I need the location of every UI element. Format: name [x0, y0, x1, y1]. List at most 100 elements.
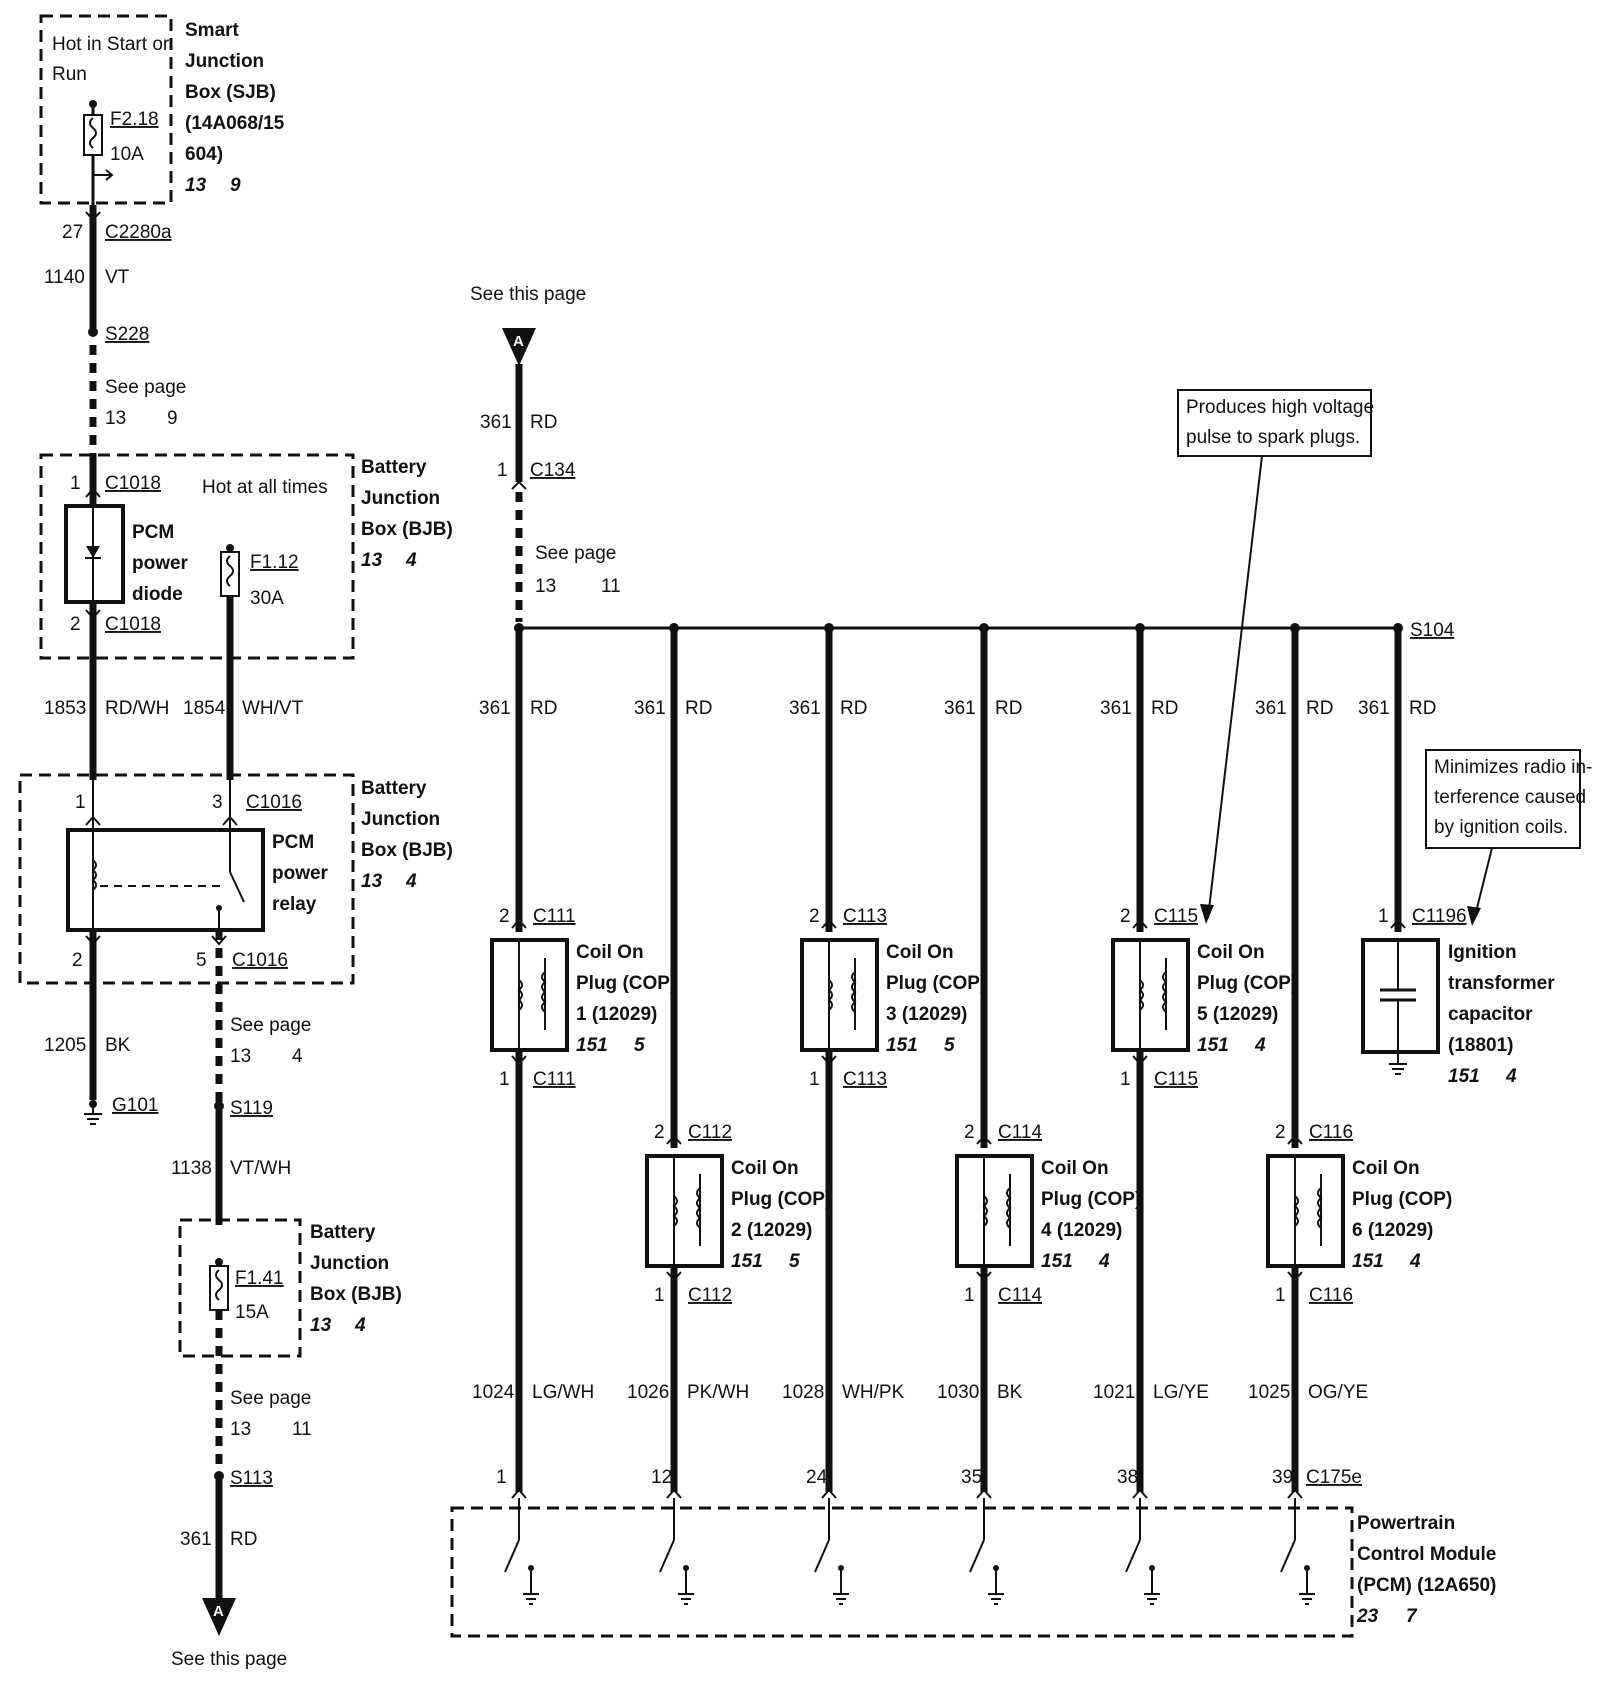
coil-6-top-connector: C116: [1309, 1122, 1353, 1143]
see-page-2-label: See page: [230, 1015, 311, 1036]
fuse-f1-12: [220, 544, 240, 780]
capacitor-name-2: transformer: [1448, 973, 1555, 994]
connector-a-bottom-letter: A: [213, 1603, 224, 1620]
wire-coil-3-circuit: 1028: [782, 1382, 824, 1403]
branch-3-color: RD: [840, 698, 867, 719]
coil-2-box: [645, 1154, 724, 1268]
pcm-driver-5-ground-icon: [1144, 1593, 1160, 1605]
c1018-bot-label: C1018: [105, 614, 161, 635]
c1018-top-label: C1018: [105, 473, 161, 494]
coil-5-ref-grid: 4: [1254, 1035, 1266, 1056]
pcm-driver-3-ground-icon: [833, 1593, 849, 1605]
coil-1-secondary-winding-icon: [541, 971, 547, 1013]
coil-2-name-2: Plug (COP): [731, 1189, 831, 1210]
wire-coil-3-color: WH/PK: [842, 1382, 905, 1403]
coil-6-box: [1266, 1154, 1345, 1268]
branch-1-color: RD: [530, 698, 557, 719]
pcm-name-3: (PCM) (12A650): [1357, 1575, 1496, 1596]
coil-4-name-1: Coil On: [1041, 1158, 1109, 1179]
coil-3-ref-grid: 5: [944, 1035, 955, 1056]
coil-4-ref-grid: 4: [1098, 1251, 1110, 1272]
c1018-top-pin: 1: [70, 473, 81, 494]
coil-5-name-2: Plug (COP): [1197, 973, 1297, 994]
capacitor-ground-icon: [1389, 1063, 1407, 1075]
coil-4-ref-page: 151: [1041, 1251, 1073, 1272]
coil-1-ref-grid: 5: [634, 1035, 645, 1056]
bjb-2-name-2: Junction: [361, 809, 440, 830]
see-page-1-label: See page: [105, 377, 186, 398]
coil-6-top-pin: 2: [1275, 1122, 1286, 1143]
coil-3-name-1: Coil On: [886, 942, 954, 963]
coil-6-name-2: Plug (COP): [1352, 1189, 1452, 1210]
coil-2-name-1: Coil On: [731, 1158, 799, 1179]
pcm-power-relay-name-3: relay: [272, 894, 317, 915]
pcm-driver-4-ground-icon: [988, 1593, 1004, 1605]
c2280a-label: C2280a: [105, 222, 172, 243]
pcm-power-diode-name-1: PCM: [132, 522, 174, 543]
capacitor-name-4: (18801): [1448, 1035, 1514, 1056]
coil-3-top-pin: 2: [809, 906, 820, 927]
coil-2-name-3: 2 (12029): [731, 1220, 812, 1241]
connector-a-top-letter: A: [513, 333, 524, 350]
note-radio-line-2: terference caused: [1434, 787, 1586, 808]
pcm-driver-2-ground-icon: [678, 1593, 694, 1605]
capacitor-pin: 1: [1378, 906, 1389, 927]
c1016-pin-5: 5: [196, 950, 207, 971]
coil-3-name-2: Plug (COP): [886, 973, 986, 994]
see-this-page-bottom: See this page: [171, 1649, 287, 1670]
coil-4-primary-winding-icon: [982, 1195, 988, 1227]
see-page-2-page: 13: [230, 1046, 251, 1067]
wire-coil-2-color: PK/WH: [687, 1382, 749, 1403]
note-radio-interference: [1425, 749, 1581, 849]
ground-g101-icon: [84, 1100, 102, 1125]
coil-2-top-pin: 2: [654, 1122, 665, 1143]
see-page-right-label: See page: [535, 543, 616, 564]
c1016-bot-label: C1016: [232, 950, 288, 971]
c134-pin: 1: [497, 460, 508, 481]
pcm-driver-4-switch-icon: [969, 1539, 985, 1573]
sjb-box: [39, 14, 173, 205]
branch-6-circuit: 361: [1255, 698, 1287, 719]
capacitor-ref-page: 151: [1448, 1066, 1480, 1087]
bjb-3-ref-page: 13: [310, 1315, 332, 1336]
pcm-pin-4: 35: [961, 1467, 982, 1488]
splice-s104-label: S104: [1410, 620, 1455, 641]
sjb-name-5: 604): [185, 144, 223, 165]
connector-a-bottom-icon: [202, 1598, 236, 1636]
pcm-driver-6-ground-icon: [1299, 1593, 1315, 1605]
coil-3-bot-pin: 1: [809, 1069, 820, 1090]
branch-7-circuit: 361: [1358, 698, 1390, 719]
note-high-voltage-line-2: pulse to spark plugs.: [1186, 427, 1360, 448]
fuse-f1-12-rating: 30A: [250, 588, 284, 609]
sjb-name-2: Junction: [185, 51, 264, 72]
relay-coil-icon: [91, 830, 97, 930]
coil-4-name-2: Plug (COP): [1041, 1189, 1141, 1210]
coil-5-primary-winding-icon: [1138, 979, 1144, 1011]
bjb-3-name-2: Junction: [310, 1253, 389, 1274]
pcm-power-relay-name-1: PCM: [272, 832, 314, 853]
splice-s113-dot: [214, 1471, 224, 1481]
c1016-pin-3: 3: [212, 792, 223, 813]
wire-1205-color: BK: [105, 1035, 131, 1056]
coil-5-ref-page: 151: [1197, 1035, 1229, 1056]
pcm-connector-label: C175e: [1306, 1467, 1362, 1488]
bjb-3-name-3: Box (BJB): [310, 1284, 402, 1305]
coil-4-top-connector: C114: [998, 1122, 1042, 1143]
pcm-driver-2-switch-icon: [659, 1539, 675, 1573]
coil-1-ref-page: 151: [576, 1035, 608, 1056]
wire-coil-6-color: OG/YE: [1308, 1382, 1368, 1403]
bjb-3-box: [178, 1218, 302, 1358]
see-this-page-top: See this page: [470, 284, 586, 305]
splice-s119-label: S119: [230, 1098, 273, 1119]
coil-2-secondary-winding-icon: [696, 1187, 702, 1229]
coil-3-bot-connector: C113: [843, 1069, 887, 1090]
bjb-1-hot-label: Hot at all times: [202, 477, 328, 498]
pcm-pin-1: 1: [496, 1467, 507, 1488]
pcm-pin-5: 38: [1117, 1467, 1138, 1488]
pcm-driver-6-switch-icon: [1280, 1539, 1296, 1573]
branch-5-color: RD: [1151, 698, 1178, 719]
coil-5-top-connector: C115: [1154, 906, 1198, 927]
coil-2-ref-grid: 5: [789, 1251, 800, 1272]
